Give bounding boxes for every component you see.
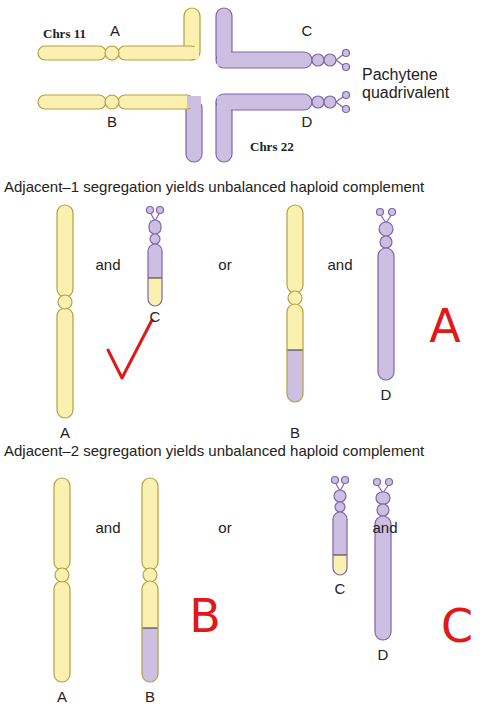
label: or (218, 519, 231, 536)
label: Pachytene quadrivalent (362, 66, 472, 103)
label: Adjacent–2 segregation yields unbalanced… (4, 442, 424, 459)
label: C (335, 580, 346, 597)
handwritten-mark: B (189, 590, 221, 643)
handwritten-mark: C (441, 600, 473, 653)
label: C (150, 308, 161, 325)
label: Chrs 11 (43, 27, 86, 42)
label: A (60, 424, 70, 441)
label: Adjacent–1 segregation yields unbalanced… (4, 178, 424, 195)
label: or (218, 256, 231, 273)
label: D (378, 646, 389, 663)
label: and (372, 519, 397, 536)
label: B (145, 688, 155, 705)
quadrivalent (38, 8, 350, 162)
label: A (110, 22, 120, 39)
check-mark (108, 320, 152, 378)
label: B (290, 424, 300, 441)
label: C (302, 22, 313, 39)
label: and (95, 519, 120, 536)
label: B (107, 113, 117, 130)
adjacent-2-chromosomes (54, 477, 393, 683)
handwritten-mark: A (429, 300, 460, 353)
label: A (57, 688, 67, 705)
adjacent-1-chromosomes (57, 205, 396, 418)
label: D (302, 113, 313, 130)
label: and (327, 256, 352, 273)
label: D (381, 386, 392, 403)
label: and (95, 256, 120, 273)
label: Chrs 22 (250, 140, 294, 155)
